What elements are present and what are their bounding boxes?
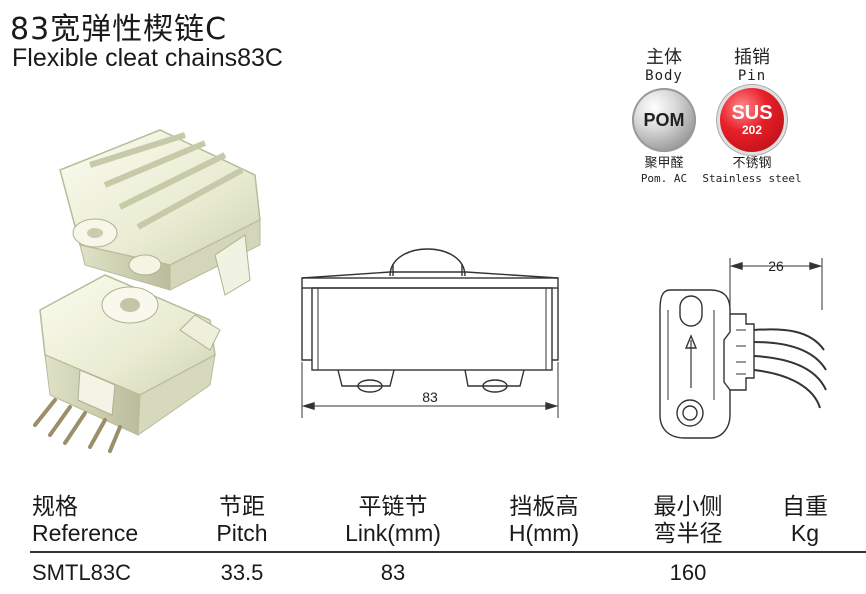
upper-link-shape — [59, 129, 261, 296]
sus-badge-sub: 202 — [741, 123, 763, 137]
page-title-cn: 83宽弹性楔链C — [10, 12, 228, 47]
chain-product-illustration — [33, 129, 261, 453]
cell-radius: 160 — [669, 560, 707, 585]
table-rule — [30, 551, 866, 553]
material-body-label-cn: 主体 — [646, 47, 682, 68]
header-pitch-cn: 节距 — [218, 493, 265, 519]
header-kg: 自重 Kg — [782, 493, 828, 547]
cell-link: 83 — [380, 560, 406, 585]
side-dimension-label: 26 — [768, 258, 784, 274]
material-pin: 插销 Pin SUS 202 不锈钢 Stainless steel — [700, 47, 804, 186]
spec-table: 规格 Reference 节距 Pitch 平链节 Link(mm) 挡板高 H… — [0, 493, 866, 594]
header-h-en: H(mm) — [508, 520, 580, 546]
cell-reference: SMTL83C — [32, 560, 132, 585]
material-pin-label-cn: 插销 — [734, 47, 770, 68]
header-radius-en: 弯半径 — [653, 520, 723, 546]
cell-pitch: 33.5 — [220, 560, 264, 585]
header-pitch: 节距 Pitch — [216, 493, 267, 547]
header-kg-cn: 自重 — [782, 493, 828, 519]
lower-link-shape — [33, 274, 221, 453]
header-radius-cn: 最小侧 — [653, 493, 723, 519]
pom-material-badge-icon: POM — [632, 88, 696, 152]
material-body-sub-cn: 聚甲醛 — [644, 156, 684, 171]
header-link-en: Link(mm) — [345, 520, 441, 546]
header-reference-en: Reference — [32, 520, 139, 546]
material-pin-label-en: Pin — [737, 68, 767, 84]
side-view-drawing: 26 — [659, 258, 827, 439]
header-pitch-en: Pitch — [216, 520, 268, 546]
material-body-sub-en: Pom. AC — [640, 172, 688, 185]
page-title-en: Flexible cleat chains83C — [12, 44, 283, 72]
sus-badge-text: SUS — [731, 102, 773, 124]
width-dimension-label: 83 — [422, 389, 438, 405]
header-kg-en: Kg — [790, 520, 820, 546]
material-pin-sub-en: Stainless steel — [702, 172, 802, 185]
material-pin-sub-cn: 不锈钢 — [732, 156, 772, 171]
header-link: 平链节 Link(mm) — [345, 493, 441, 547]
header-reference: 规格 Reference — [32, 493, 138, 547]
header-h: 挡板高 H(mm) — [509, 493, 579, 547]
header-link-cn: 平链节 — [358, 493, 428, 519]
front-view-drawing: 83 — [301, 248, 559, 418]
sus-material-badge-icon: SUS 202 — [720, 88, 784, 152]
material-body-label-en: Body — [645, 68, 683, 84]
material-body: 主体 Body POM 聚甲醛 Pom. AC — [622, 48, 706, 185]
header-h-cn: 挡板高 — [509, 493, 579, 519]
pom-badge-text: POM — [643, 109, 685, 130]
header-reference-cn: 规格 — [32, 493, 78, 519]
header-radius: 最小侧 弯半径 — [654, 493, 723, 547]
